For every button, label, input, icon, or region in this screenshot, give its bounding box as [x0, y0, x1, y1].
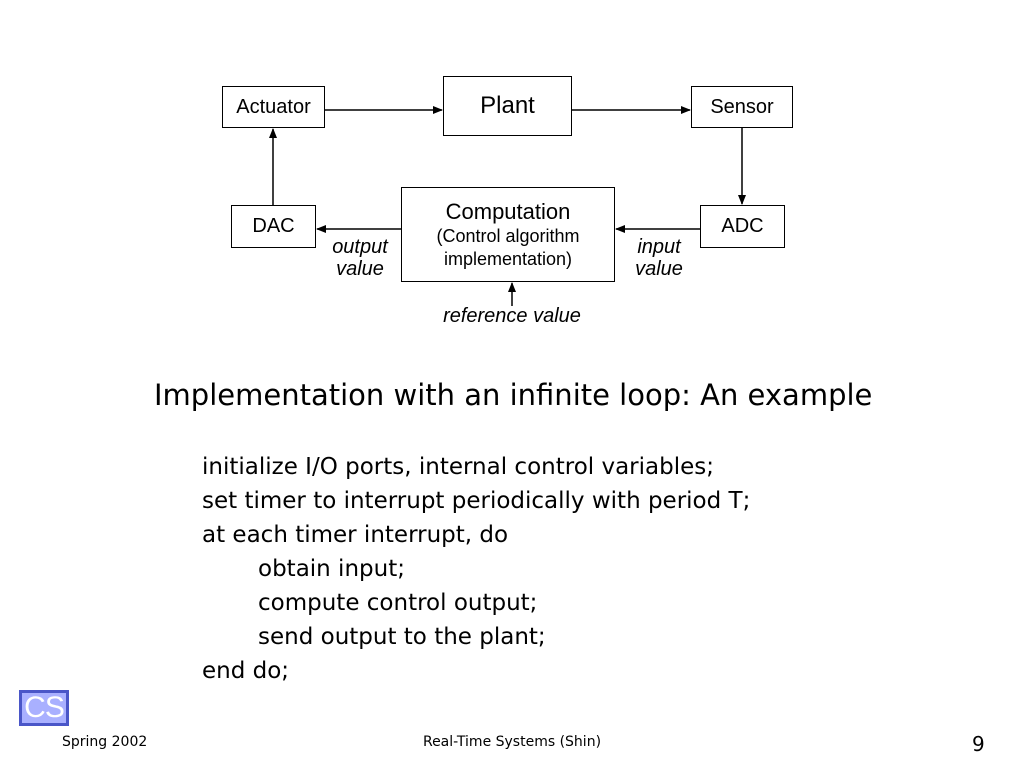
slide-heading: Implementation with an infinite loop: An… — [154, 378, 873, 412]
code-line: obtain input; — [258, 556, 405, 582]
adc-label: ADC — [721, 215, 764, 237]
computation-box: Computation (Control algorithm implement… — [401, 187, 615, 282]
input-value-line1: input — [637, 236, 681, 258]
sensor-box: Sensor — [691, 86, 793, 128]
plant-box: Plant — [443, 76, 572, 136]
computation-title: Computation — [445, 198, 571, 224]
reference-value-label: reference value — [443, 305, 581, 327]
dac-label: DAC — [252, 215, 295, 237]
adc-box: ADC — [700, 205, 785, 248]
plant-label: Plant — [480, 92, 535, 119]
output-value-line1: output — [332, 236, 388, 258]
output-value-line2: value — [336, 258, 384, 280]
cs-logo-text: CS — [24, 691, 65, 724]
computation-subtitle-line1: (Control algorithm — [436, 225, 580, 246]
output-value-label: output value — [320, 236, 400, 280]
dac-box: DAC — [231, 205, 316, 248]
computation-subtitle-line2: implementation) — [443, 248, 573, 269]
footer-course-title: Real-Time Systems (Shin) — [422, 734, 602, 750]
cs-logo: CS — [19, 690, 69, 726]
code-line: set timer to interrupt periodically with… — [202, 488, 751, 514]
code-line: end do; — [202, 658, 290, 684]
actuator-box: Actuator — [222, 86, 325, 128]
code-line: initialize I/O ports, internal control v… — [202, 454, 714, 480]
actuator-label: Actuator — [236, 95, 311, 118]
code-line: send output to the plant; — [258, 624, 546, 650]
page-number: 9 — [972, 732, 985, 756]
input-value-line2: value — [635, 258, 683, 280]
code-block: initialize I/O ports, internal control v… — [202, 450, 750, 688]
input-value-label: input value — [620, 236, 698, 280]
code-line: at each timer interrupt, do — [202, 522, 509, 548]
footer-date: Spring 2002 — [62, 734, 148, 750]
sensor-label: Sensor — [710, 95, 774, 118]
code-line: compute control output; — [258, 590, 538, 616]
